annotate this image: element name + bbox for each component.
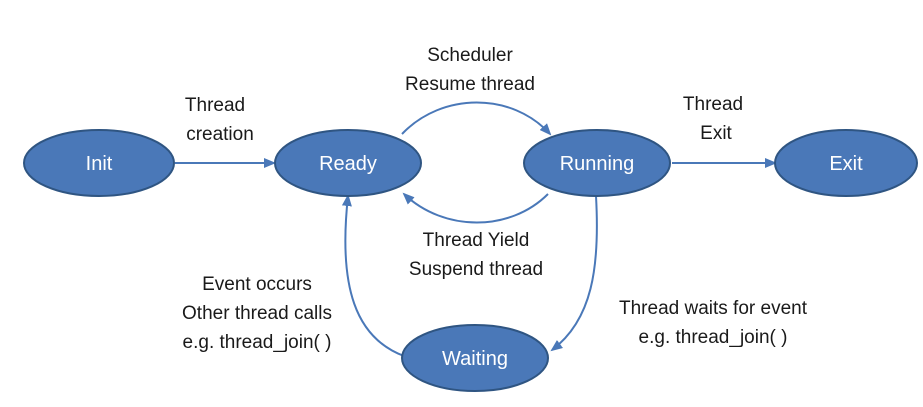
- arrow-ready-to-running: [401, 101, 552, 136]
- label-init-to-ready: Thread creation: [185, 95, 254, 145]
- label-ready-to-running-line2: Resume thread: [405, 74, 535, 95]
- arrow-waiting-to-ready: [341, 194, 405, 357]
- label-running-to-ready-line1: Thread Yield: [423, 230, 530, 251]
- label-running-to-waiting-line1: Thread waits for event: [619, 298, 808, 319]
- label-running-to-exit-line2: Exit: [700, 123, 732, 144]
- label-running-to-exit-line1: Thread: [683, 94, 743, 115]
- arrow-running-to-ready: [402, 192, 549, 224]
- transition-arrows: [175, 101, 777, 357]
- label-init-to-ready-line2: creation: [186, 124, 254, 145]
- label-ready-to-running: Scheduler Resume thread: [405, 45, 535, 95]
- label-waiting-to-ready-line3: e.g. thread_join( ): [183, 332, 332, 353]
- label-waiting-to-ready-line1: Event occurs: [202, 274, 312, 295]
- state-exit-label: Exit: [829, 153, 863, 175]
- state-init-label: Init: [86, 153, 113, 175]
- state-running-label: Running: [560, 153, 635, 175]
- label-running-to-exit: Thread Exit: [683, 94, 743, 144]
- state-exit-shape: [774, 129, 918, 197]
- state-init-shape: [23, 129, 175, 197]
- label-waiting-to-ready-line2: Other thread calls: [182, 303, 332, 324]
- label-running-to-ready: Thread Yield Suspend thread: [409, 230, 543, 280]
- state-waiting-shape: [401, 324, 549, 392]
- state-running: Running: [523, 129, 671, 197]
- state-ready: Ready: [274, 129, 422, 197]
- label-running-to-waiting: Thread waits for event e.g. thread_join(…: [619, 298, 808, 348]
- label-running-to-waiting-line2: e.g. thread_join( ): [639, 327, 788, 348]
- label-running-to-ready-line2: Suspend thread: [409, 259, 543, 280]
- state-waiting: Waiting: [401, 324, 549, 392]
- arrow-running-to-waiting: [550, 195, 598, 352]
- state-ready-label: Ready: [319, 153, 377, 175]
- state-running-shape: [523, 129, 671, 197]
- state-exit: Exit: [774, 129, 918, 197]
- state-init: Init: [23, 129, 175, 197]
- label-waiting-to-ready: Event occurs Other thread calls e.g. thr…: [182, 274, 332, 353]
- state-waiting-label: Waiting: [442, 348, 508, 370]
- state-ready-shape: [274, 129, 422, 197]
- label-ready-to-running-line1: Scheduler: [427, 45, 513, 66]
- label-init-to-ready-line1: Thread: [185, 95, 245, 116]
